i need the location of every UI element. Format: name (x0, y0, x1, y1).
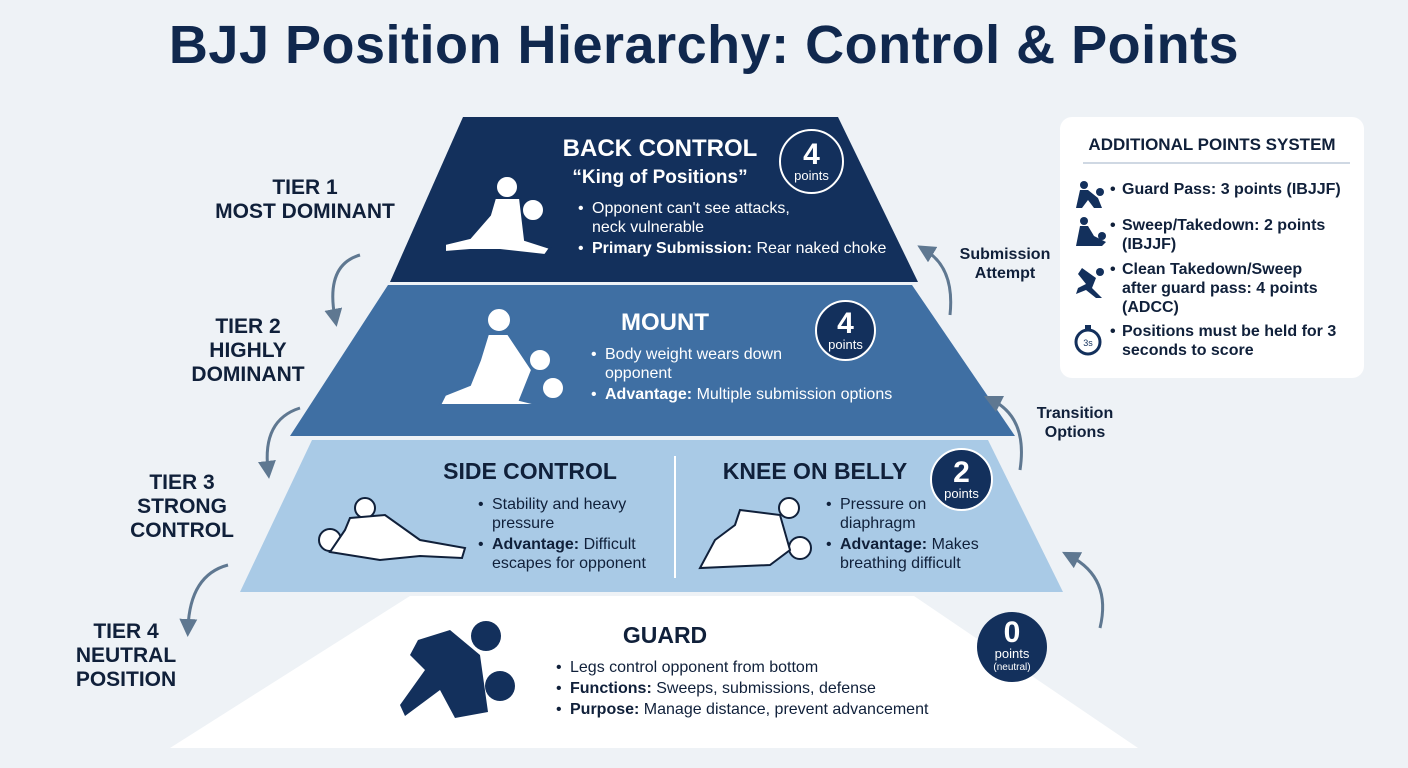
bullet: Advantage: Multiple submission options (591, 385, 921, 404)
bullet: Advantage: Difficult escapes for opponen… (478, 535, 658, 573)
bullet: Body weight wears down opponent (591, 345, 791, 383)
mount-figure-icon (438, 307, 565, 406)
knee-on-belly-bullets: Pressure on diaphragm Advantage: Makes b… (826, 495, 996, 573)
tier-description: POSITION (75, 668, 177, 691)
side-control-figure-icon (318, 497, 467, 562)
bullet: Opponent can't see attacks, neck vulnera… (578, 199, 808, 237)
tier-description: STRONG (137, 495, 227, 518)
position-name: BACK CONTROL (562, 135, 758, 162)
guard-figure-icon (400, 621, 515, 718)
back-control-bullets: Opponent can't see attacks, neck vulnera… (578, 199, 898, 258)
arrow-up-icon (917, 245, 953, 316)
sweep-icon (1076, 217, 1106, 246)
transition-options-note: Transition Options (1036, 405, 1114, 441)
side-control-bullets: Stability and heavy pressure Advantage: … (478, 495, 658, 573)
knee-on-belly-heading: KNEE ON BELLY (722, 458, 908, 484)
mount-bullets: Body weight wears down opponent Advantag… (591, 345, 921, 404)
tier-description: NEUTRAL (75, 644, 177, 667)
guard-heading: GUARD (622, 622, 708, 648)
points-note: (neutral) (993, 662, 1031, 673)
panel-item-text: Clean Takedown/Sweep after guard pass: 4… (1108, 260, 1338, 317)
svg-text:3s: 3s (1083, 338, 1093, 348)
guard-pass-icon (1076, 181, 1104, 208)
guard-points-badge: 0 points (neutral) (977, 612, 1047, 682)
points-value: 4 (803, 137, 820, 171)
tier-description: MOST DOMINANT (215, 200, 395, 223)
tier-3-label: TIER 3 STRONG CONTROL (82, 471, 282, 543)
points-label: points (994, 646, 1030, 661)
stopwatch-icon: 3s (1074, 325, 1102, 356)
tier-description: HIGHLY (209, 339, 287, 362)
tier-2-label: TIER 2 HIGHLY DOMINANT (148, 315, 348, 387)
bullet: Primary Submission: Rear naked choke (578, 239, 898, 258)
mount-heading: MOUNT (621, 309, 709, 336)
arrow-down-icon (324, 253, 361, 327)
tier-description: DOMINANT (191, 363, 305, 386)
points-value: 0 (1003, 616, 1021, 649)
takedown-icon (1076, 268, 1104, 298)
points-value: 2 (953, 455, 970, 489)
panel-item-text: Sweep/Takedown: 2 points (IBJJF) (1108, 216, 1338, 254)
panel-title: ADDITIONAL POINTS SYSTEM (1088, 135, 1336, 154)
position-subtitle: “King of Positions” (572, 167, 748, 188)
panel-item: 3s Positions must be held for 3 seconds … (1072, 322, 1338, 360)
points-value: 4 (837, 306, 854, 340)
page-title: BJJ Position Hierarchy: Control & Points (168, 15, 1240, 75)
submission-attempt-note: Submission Attempt (959, 246, 1051, 282)
panel-divider (1083, 162, 1350, 164)
back-control-heading: BACK CONTROL “King of Positions” (555, 135, 765, 189)
points-label: points (794, 167, 829, 183)
points-label: points (944, 485, 979, 501)
knee-on-belly-points-badge: 2 points (930, 448, 993, 511)
panel-item: Clean Takedown/Sweep after guard pass: 4… (1072, 260, 1338, 317)
tier-4-label: TIER 4 NEUTRAL POSITION (26, 620, 226, 692)
bullet: Functions: Sweeps, submissions, defense (556, 679, 976, 698)
bullet: Pressure on diaphragm (826, 495, 936, 533)
panel-item-text: Guard Pass: 3 points (IBJJF) (1108, 180, 1341, 210)
arrow-down-icon (257, 406, 301, 479)
panel-item-text: Positions must be held for 3 seconds to … (1108, 322, 1338, 360)
guard-bullets: Legs control opponent from bottom Functi… (556, 658, 976, 719)
tier-number: TIER 1 (272, 176, 338, 199)
tier-number: TIER 4 (93, 620, 159, 643)
knee-on-belly-figure-icon (698, 497, 812, 570)
tier-description: CONTROL (130, 519, 234, 542)
bullet: Legs control opponent from bottom (556, 658, 976, 677)
points-label: points (828, 336, 863, 352)
arrow-up-icon (983, 395, 1023, 471)
arrow-up-icon (1062, 551, 1105, 629)
panel-item: Guard Pass: 3 points (IBJJF) (1072, 180, 1341, 210)
tier-number: TIER 3 (149, 471, 215, 494)
bullet: Purpose: Manage distance, prevent advanc… (556, 700, 976, 719)
tier-number: TIER 2 (215, 315, 281, 338)
tier-1-label: TIER 1 MOST DOMINANT (205, 176, 405, 224)
back-control-figure-icon (444, 175, 552, 257)
bullet: Stability and heavy pressure (478, 495, 658, 533)
additional-points-panel: ADDITIONAL POINTS SYSTEM Guard Pass: 3 p… (1060, 117, 1364, 378)
side-control-heading: SIDE CONTROL (443, 458, 617, 484)
bullet: Advantage: Makes breathing difficult (826, 535, 996, 573)
back-control-points-badge: 4 points (779, 129, 844, 194)
mount-points-badge: 4 points (815, 300, 876, 361)
arrow-down-icon (179, 563, 229, 637)
panel-item: Sweep/Takedown: 2 points (IBJJF) (1072, 216, 1338, 254)
